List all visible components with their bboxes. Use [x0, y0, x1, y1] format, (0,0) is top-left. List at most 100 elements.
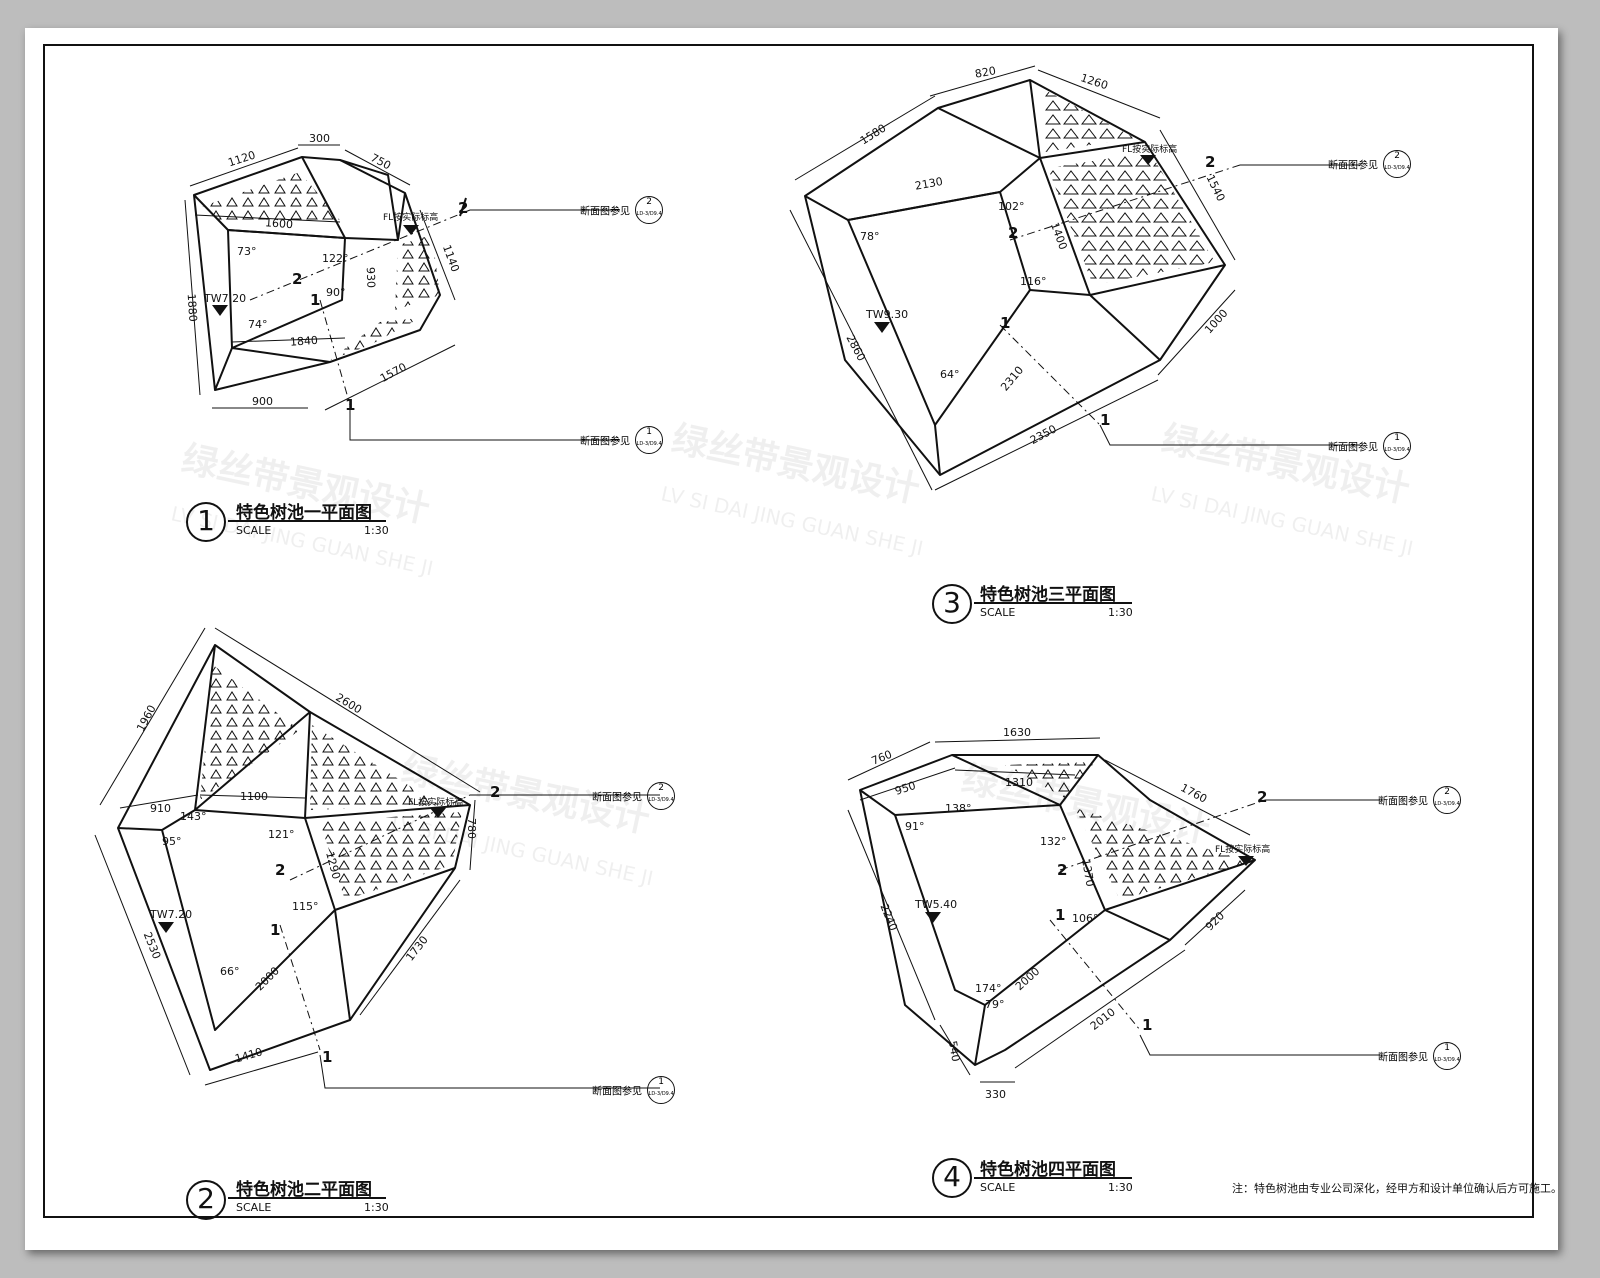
title-rule-4 [974, 1177, 1132, 1179]
dim-1310: 1310 [1005, 776, 1033, 789]
dim-2240: 2240 [877, 902, 900, 933]
section-ref-label: 断面图参见 [1328, 160, 1378, 172]
drawing-number-1: 1 [186, 502, 226, 542]
ang-95: 95° [162, 835, 182, 848]
dim-2860: 2860 [843, 333, 868, 364]
ang-73: 73° [237, 245, 257, 258]
ang-138: 138° [945, 802, 972, 815]
ang-121: 121° [268, 828, 295, 841]
dim-1400: 1400 [1048, 221, 1070, 252]
scale-label-3: SCALE [980, 606, 1016, 619]
plan-2-outer [117, 644, 471, 1071]
plan-2: 1960 2600 910 1100 780 1290 2530 2000 14… [94, 627, 660, 1089]
svg-text:1: 1 [1100, 411, 1110, 429]
ang-78: 78° [860, 230, 880, 243]
title-rule-1 [228, 520, 386, 522]
dim-330: 330 [985, 1088, 1006, 1101]
plan-2-inner [161, 809, 336, 1031]
level-tw-4: TW5.40 [914, 898, 957, 911]
section-ref-label: 断面图参见 [580, 436, 630, 448]
svg-text:2: 2 [1008, 224, 1018, 242]
scale-value-1: 1:30 [364, 524, 389, 537]
svg-text:2: 2 [1205, 153, 1215, 171]
svg-text:2: 2 [275, 861, 285, 879]
dim-1120: 1120 [226, 148, 257, 169]
dim-1570: 1570 [378, 360, 409, 385]
ang-116: 116° [1020, 275, 1047, 288]
dim-2130: 2130 [914, 175, 944, 193]
drawing-number-4: 4 [932, 1158, 972, 1198]
dim-1630: 1630 [1003, 726, 1031, 739]
dim-950: 950 [893, 779, 917, 798]
dim-920: 920 [1203, 909, 1227, 933]
drawing-number-2: 2 [186, 1180, 226, 1220]
dim-1760: 1760 [1178, 781, 1209, 806]
svg-text:2: 2 [292, 270, 302, 288]
level-tw-1: TW7.20 [203, 292, 246, 305]
dim-2530: 2530 [141, 930, 164, 961]
svg-text:1: 1 [270, 921, 280, 939]
plan-4-outer [859, 754, 1256, 1066]
dim-1370: 1370 [1079, 858, 1097, 888]
drawing-title-1: 特色树池一平面图 [236, 503, 372, 523]
drawing-sheet [25, 28, 1558, 1250]
dim-780: 780 [465, 818, 478, 839]
section-ref-label: 断面图参见 [592, 1086, 642, 1098]
svg-text:1: 1 [322, 1048, 332, 1066]
dim-1600: 1600 [265, 216, 294, 231]
section-ref-label: 断面图参见 [592, 792, 642, 804]
ang-132: 132° [1040, 835, 1067, 848]
ang-174: 174° [975, 982, 1002, 995]
drawing-title-2: 特色树池二平面图 [236, 1180, 372, 1200]
plan-3: 820 1260 1580 2130 1540 1400 2860 2310 2… [789, 64, 1360, 491]
scale-label-2: SCALE [236, 1201, 272, 1214]
ang-122: 122° [322, 252, 349, 265]
section-ref-label: 断面图参见 [1378, 796, 1428, 808]
title-rule-2 [228, 1197, 386, 1199]
scale-label-1: SCALE [236, 524, 272, 537]
ang-143: 143° [180, 810, 207, 823]
svg-text:1: 1 [1142, 1016, 1152, 1034]
plan-4: 760 1630 950 1310 1760 2240 2000 2010 92… [847, 726, 1380, 1101]
dim-1960: 1960 [134, 703, 159, 734]
dim-900: 900 [252, 395, 273, 408]
plan-4-inner [894, 804, 1106, 1006]
section-ref-label: 断面图参见 [1378, 1052, 1428, 1064]
ang-90: 90° [326, 286, 346, 299]
svg-text:1: 1 [1055, 906, 1065, 924]
dim-1100: 1100 [240, 790, 268, 803]
scale-label-4: SCALE [980, 1181, 1016, 1194]
scale-value-4: 1:30 [1108, 1181, 1133, 1194]
level-fl-2: FL按实际标高 [408, 796, 463, 808]
dim-1540: 1540 [1204, 173, 1228, 204]
svg-text:2: 2 [1057, 861, 1067, 879]
ang-106: 106° [1072, 912, 1099, 925]
ang-79: 79° [985, 998, 1005, 1011]
ang-74: 74° [248, 318, 268, 331]
dim-2310: 2310 [998, 364, 1026, 394]
level-fl-1: FL按实际标高 [383, 211, 438, 223]
level-tw-3: TW9.30 [865, 308, 908, 321]
scale-value-3: 1:30 [1108, 606, 1133, 619]
drawing-frame [43, 44, 1534, 1218]
construction-note: 注：特色树池由专业公司深化，经甲方和设计单位确认后方可施工。 [1232, 1182, 1562, 1195]
title-rule-3 [974, 602, 1132, 604]
ang-66: 66° [220, 965, 240, 978]
scale-value-2: 1:30 [364, 1201, 389, 1214]
dim-910: 910 [150, 802, 171, 815]
dim-1000: 1000 [1202, 307, 1230, 337]
svg-text:1: 1 [1000, 314, 1010, 332]
dim-2000-4: 2000 [1013, 965, 1043, 993]
